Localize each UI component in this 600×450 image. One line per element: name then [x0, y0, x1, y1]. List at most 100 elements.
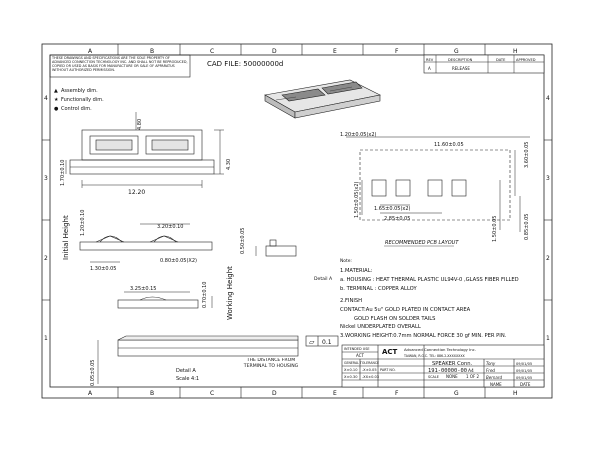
rev-header-rev: REV	[426, 58, 434, 62]
zone-col-c: C	[210, 48, 214, 55]
tb-date-3: 09/01/05	[516, 376, 532, 380]
zone-col-d-bottom: D	[272, 390, 277, 397]
zone-col-b: B	[150, 48, 154, 55]
tb-name-label: NAME	[490, 382, 502, 387]
tb-part-label: PART NO.	[380, 368, 396, 372]
zone-col-a-bottom: A	[88, 390, 93, 397]
pcb-right-vertical-2: 0.85±0.05	[524, 214, 530, 240]
dim-w080: 0.80±0.05(X2)	[160, 258, 197, 264]
legend-symbol-assembly: ▲	[54, 88, 58, 94]
dim-width-1220: 12.20	[128, 189, 145, 196]
end-view	[255, 239, 297, 257]
rev-row-desc: RELEASE	[452, 66, 470, 71]
dim-height-480: 4.80	[137, 119, 143, 130]
zone-row-2: 2	[44, 255, 48, 262]
bottom-profile	[97, 335, 299, 384]
dim-w130: 1.30±0.05	[90, 266, 116, 272]
tb-date-1: 09/01/05	[516, 362, 532, 366]
zone-col-f: F	[395, 48, 399, 55]
cad-file: CAD FILE: 50000000d	[207, 60, 283, 68]
flatness-frame	[305, 335, 339, 347]
dim-height-430: 4.30	[226, 159, 232, 170]
detail-vertical-dim: 0.05±0.05	[90, 360, 96, 386]
tb-tol-2: .X±0.05	[362, 368, 377, 372]
tb-drawn: Tony	[486, 361, 496, 366]
dim-left-170: 1.70±0.10	[60, 160, 66, 186]
note-finish-3: Nickel UNDERPLATED OVERALL	[340, 324, 421, 330]
dim-v050: 0.50±0.05	[240, 228, 246, 254]
zone-row-4-right: 4	[546, 95, 550, 102]
tb-intended-use-label: INTENDED USE	[344, 347, 370, 351]
note-label: Note:	[340, 258, 352, 264]
pcb-width: 11.60±0.05	[434, 142, 464, 148]
pcb-left-vertical: 1.50±0.05(x2)	[354, 181, 360, 218]
note-material-a: a. HOUSING : HEAT THERMAL PLASTIC UL94V-…	[340, 277, 519, 283]
note-finish-1: CONTACT:Au 5u" GOLD PLATED IN CONTACT AR…	[340, 307, 471, 313]
pcb-pitch: 1.20±0.05(x2)	[340, 132, 377, 138]
working-height-label: Working Height	[226, 266, 234, 320]
pcb-layout	[346, 136, 530, 232]
zone-rows-right: 4 3 2 1	[546, 95, 550, 342]
isometric-view	[264, 79, 381, 119]
tb-tol-4: .XX±0.03	[362, 375, 379, 379]
pcb-caption: RECOMMENDED PCB LAYOUT	[385, 240, 459, 246]
zone-columns-top: A B C D E F G H	[88, 48, 518, 55]
side-view-working	[117, 291, 213, 309]
rev-header-approved: APPROVED	[516, 58, 536, 62]
tb-sheet: 1 OF 2	[466, 374, 480, 379]
rev-header-date: DATE	[496, 58, 506, 62]
note-material-b: b. TERMINAL : COPPER ALLOY	[340, 286, 417, 292]
rev-row-rev: A	[428, 66, 431, 71]
sheet-outer-border	[41, 43, 553, 399]
pcb-right-vertical-1: 1.50±0.05	[492, 216, 498, 242]
detail-a-label: Detail A	[176, 368, 196, 374]
tb-scale-label: SCALE	[428, 375, 439, 379]
note-finish-title: 2.FINISH	[340, 298, 362, 304]
zone-col-a: A	[88, 48, 93, 55]
tb-company: Advanced Connection Technology Inc.	[404, 347, 476, 352]
legend-symbol-functional: ★	[54, 97, 59, 103]
zone-rows-left: 4 3 2 1	[44, 95, 48, 342]
tb-approved: Bernard	[486, 375, 502, 380]
dim-w320: 3.20±0.10	[157, 224, 183, 230]
zone-col-b-bottom: B	[150, 390, 154, 397]
dim-h120: 1.20±0.10	[80, 210, 86, 236]
pcb-pad-width: 1.65±0.05(x2)	[374, 206, 411, 212]
legend-text-control: Control dim.	[61, 106, 92, 112]
zone-ticks	[42, 44, 552, 398]
note-working-height: 3.WORKING HEIGHT:0.7mm NORMAL FORCE 30 g…	[340, 333, 507, 339]
zone-row-2-right: 2	[546, 255, 550, 262]
notes: Note: 1.MATERIAL: Detail A a. HOUSING : …	[314, 258, 519, 339]
dim-h070: 0.70±0.10	[202, 282, 208, 308]
pcb-right-height: 3.60±0.05	[524, 142, 530, 168]
tb-part-no: 191-00000-00	[428, 368, 467, 374]
sheet-inner-border	[49, 54, 545, 388]
zone-columns-bottom: A B C D E F G H	[88, 390, 518, 397]
zone-row-1-right: 1	[546, 335, 550, 342]
legend-text-functional: Functionally dim.	[61, 97, 104, 103]
tb-product-name: SPEAKER Conn.	[432, 361, 473, 367]
note-finish-2: GOLD FLASH ON SOLDER TAILS	[354, 316, 435, 322]
revision-table: REV DESCRIPTION DATE APPROVED A RELEASE	[423, 54, 545, 74]
zone-row-3: 3	[44, 175, 48, 182]
initial-height-label: Initial Height	[62, 215, 70, 260]
zone-col-c-bottom: C	[210, 390, 214, 397]
zone-col-e-bottom: E	[333, 390, 337, 397]
zone-col-g: G	[454, 48, 459, 55]
tb-logo: ACT	[382, 348, 398, 356]
zone-col-f-bottom: F	[395, 390, 399, 397]
copyright-box	[49, 54, 191, 78]
flatness-value: 0.1	[322, 339, 332, 346]
legend-symbol-control: ●	[54, 106, 59, 112]
tb-date-label: DATE	[520, 382, 531, 387]
dim-w325: 3.25±0.15	[130, 286, 156, 292]
title-block-text: INTENDED USE ACT GENERAL TOLERANCE X±0.1…	[344, 347, 532, 387]
side-view-initial	[79, 223, 213, 263]
zone-col-h: H	[513, 48, 518, 55]
flatness-symbol: ▱	[309, 338, 315, 346]
top-view	[65, 112, 224, 188]
distance-note: THE DISTANCE FROM TERMINAL TO HOUSING	[243, 358, 299, 369]
tb-tol-3: X±0.30	[344, 375, 358, 379]
detail-a-scale: Scale 4:1	[176, 376, 199, 382]
zone-row-1: 1	[44, 335, 48, 342]
